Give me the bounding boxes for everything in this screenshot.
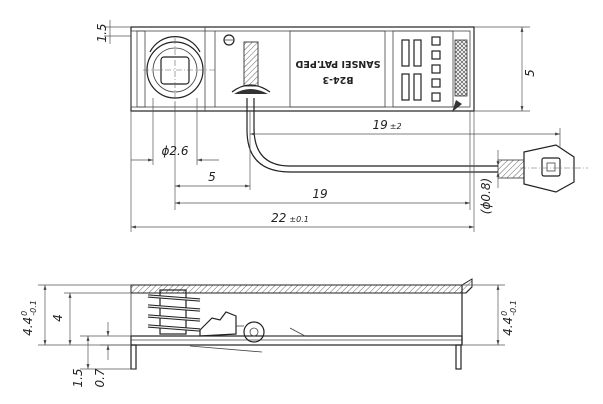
cable-connector: [520, 144, 588, 193]
dim-side-inner-height: 4: [51, 314, 65, 322]
dim-overall-length: 22±0.1: [271, 211, 309, 225]
dim-overall-length-tol: ±0.1: [289, 215, 308, 224]
dim-side-height-left-value: 4.4: [21, 317, 35, 336]
round-knob: [143, 36, 215, 102]
cable: [246, 98, 525, 179]
dim-wire-diameter: (ϕ0.8): [479, 178, 493, 214]
marking-text: B24-3 SANSEI PAT.PED: [295, 58, 380, 85]
dim-top-1-5: 1.5: [95, 23, 109, 42]
dim-cable-length: 19: [312, 187, 327, 201]
dim-side-height-right-value: 4.4: [501, 317, 515, 336]
dim-cable-offset: 5: [208, 170, 216, 184]
marking-line-2: SANSEI PAT.PED: [295, 58, 380, 69]
dim-side-height-right: 4.40-0.1: [500, 300, 518, 336]
dim-overall-length-value: 22: [271, 211, 286, 225]
dim-lead-length-tol: ±2: [390, 122, 402, 131]
top-view: B24-3 SANSEI PAT.PED: [95, 20, 588, 232]
dim-side-height-left-tol-lower: -0.1: [29, 300, 38, 316]
side-dim-lines: [38, 284, 505, 370]
lead-terminal: [223, 34, 271, 94]
switch-body: [130, 26, 475, 112]
dim-side-pin-thickness: 0.7: [93, 368, 107, 387]
side-body: [130, 278, 473, 370]
dim-side-height-right-tol-lower: -0.1: [509, 300, 518, 316]
dim-side-pin-height: 1.5: [71, 368, 85, 387]
dim-lead-length-value: 19: [372, 118, 387, 132]
marking-line-1: B24-3: [322, 74, 353, 85]
dim-top-5-vertical: 5: [523, 69, 537, 77]
top-dim-lines: [104, 20, 561, 232]
dim-side-height-left-tol-upper: 0: [20, 311, 29, 316]
dim-hole-diameter: ϕ2.6: [162, 144, 189, 158]
dim-side-height-right-tol-upper: 0: [500, 311, 509, 316]
dim-lead-length: 19±2: [372, 118, 401, 132]
dim-side-height-left: 4.40-0.1: [20, 300, 38, 336]
side-view: 4.40-0.1 4 4.40-0.1 1.5 0.7: [20, 278, 518, 388]
